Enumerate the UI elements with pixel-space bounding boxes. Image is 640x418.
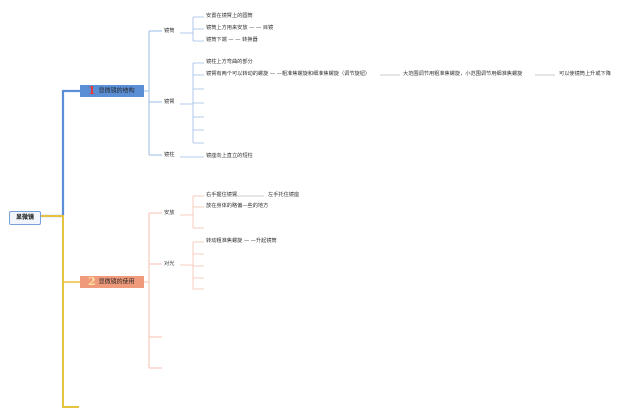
topic-label: 显微镜的使用 [98, 278, 135, 286]
subtopic-arm[interactable]: 镜臂 [164, 99, 175, 105]
subtopic-place[interactable]: 安放 [164, 210, 175, 216]
leaf-tube-1[interactable]: 安置在镜臂上的圆筒 [206, 13, 253, 19]
leaf-tube-3[interactable]: 镜筒下端 — — 转换器 [206, 37, 258, 43]
branch-topic2-children [138, 212, 162, 369]
topic-label: 显微镜的结构 [98, 87, 135, 95]
leaf-arm-chain-2[interactable]: 可以使镜筒上升或下降 [559, 71, 611, 77]
leaf-tube-2[interactable]: 镜筒上方用来安放 — — 目镜 [206, 25, 274, 31]
leaf-arm-1[interactable]: 镜柱上方弯曲的部分 [206, 59, 253, 65]
branch-tube-leaves [180, 16, 204, 42]
branch-light-leaves [180, 241, 204, 290]
topic-number: 1 [88, 84, 96, 97]
leaf-pillar-1[interactable]: 镜座向上直立的短柱 [206, 153, 253, 159]
leaf-place-1[interactable]: 右手握住镜臂 [206, 192, 238, 198]
branch-root-to-topic2 [39, 215, 79, 408]
leaf-light-1[interactable]: 转动粗准焦螺旋 — —升起镜筒 [206, 238, 277, 244]
leaf-arm-2[interactable]: 镜臂有两个可以转动的螺旋 — —粗准焦螺旋和细准焦螺旋（调节旋钮） [206, 71, 371, 77]
leaf-arm-chain-1[interactable]: 大范围调节用粗准焦螺旋，小范围调节用细准焦螺旋 [403, 71, 523, 77]
subtopic-tube[interactable]: 镜筒 [164, 28, 175, 34]
leaf-place-chain-1[interactable]: 左手托住镜座 [268, 192, 300, 198]
branch-arm-leaves [180, 62, 204, 144]
branch-root-to-topic1 [39, 89, 80, 218]
root-node[interactable]: 显微镜 [9, 211, 41, 225]
leaf-place-2[interactable]: 放在身体的略偏—些的地方 [206, 203, 269, 209]
subtopic-pillar[interactable]: 镜柱 [164, 152, 175, 158]
subtopic-light[interactable]: 对光 [164, 261, 175, 267]
branch-place-leaves [180, 195, 204, 229]
topic-number: 2 [88, 275, 96, 288]
